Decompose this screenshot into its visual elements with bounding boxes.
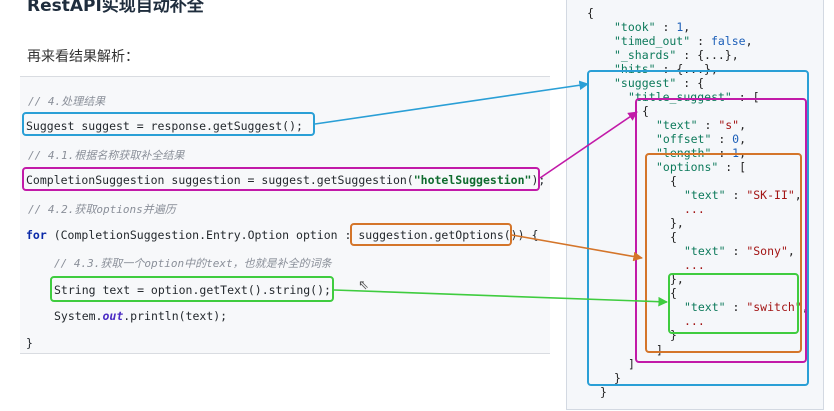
highlight-get-options — [350, 223, 512, 246]
code-text: (CompletionSuggestion.Entry.Option optio… — [46, 228, 359, 242]
code-field-out: out — [102, 309, 124, 323]
json-option-open: { — [670, 286, 677, 300]
code-comment-process-result: // 4.处理结果 — [28, 95, 106, 108]
json-options: "options" : [ — [656, 160, 747, 174]
json-entry-text: "text" : "s", — [656, 118, 747, 132]
json-option-dots-1: ... — [684, 202, 705, 216]
json-took: "took" : 1, — [614, 20, 691, 34]
json-options-close: ] — [656, 343, 663, 357]
code-get-options-call: suggestion.getOptions() — [358, 228, 518, 242]
highlight-json-suggest — [587, 70, 809, 386]
highlight-get-text — [50, 276, 334, 302]
highlight-json-option-text — [668, 273, 799, 334]
code-text: ) { — [517, 228, 539, 242]
json-entry-offset: "offset" : 0, — [656, 132, 747, 146]
code-keyword-for: for — [26, 228, 47, 242]
json-hits: "hits" : {...}, — [614, 62, 718, 76]
json-close-brace: } — [600, 385, 607, 399]
json-option-dots-2: ... — [684, 258, 705, 272]
highlight-get-suggest — [22, 112, 315, 136]
json-open-brace: { — [587, 6, 594, 20]
page-title: RestAPI实现自动补全 — [27, 0, 204, 16]
json-option-text-3: "text" : "switch", — [684, 300, 809, 314]
highlight-get-suggestion — [22, 167, 540, 191]
json-option-close: }, — [670, 272, 684, 286]
code-line-for-loop: for (CompletionSuggestion.Entry.Option o… — [26, 228, 538, 242]
code-comment-get-options: // 4.2.获取options并遍历 — [28, 203, 176, 216]
json-suggest: "suggest" : { — [614, 76, 705, 90]
code-line-println: System.out.println(text); — [54, 309, 227, 323]
json-option-text-2: "text" : "Sony", — [684, 244, 795, 258]
json-shards: "_shards" : {...}, — [614, 48, 739, 62]
json-title-suggest-close: ] — [628, 357, 635, 371]
code-text: CompletionSuggestion suggestion = sugges… — [26, 173, 414, 187]
json-option-close: }, — [670, 216, 684, 230]
json-option-text-1: "text" : "SK-II", — [684, 188, 802, 202]
code-string-hotel-suggestion: "hotelSuggestion" — [413, 173, 532, 187]
code-line-get-suggest: Suggest suggest = response.getSuggest(); — [26, 119, 303, 133]
json-option-open: { — [670, 174, 677, 188]
highlight-json-options — [645, 153, 802, 353]
json-suggest-close: } — [614, 371, 621, 385]
highlight-json-title-suggest — [635, 98, 807, 363]
json-timed-out: "timed_out" : false, — [614, 34, 753, 48]
json-option-close: } — [670, 328, 677, 342]
json-option-dots-3: ... — [684, 314, 705, 328]
code-text: .println(text); — [123, 309, 228, 323]
json-option-open: { — [670, 230, 677, 244]
code-text: System. — [54, 309, 103, 323]
code-closing-brace: } — [26, 336, 33, 350]
code-line-get-text: String text = option.getText().string(); — [54, 283, 331, 297]
code-comment-get-suggestion: // 4.1.根据名称获取补全结果 — [28, 149, 185, 162]
mouse-cursor-icon: ⇖ — [358, 278, 369, 293]
section-subtitle: 再来看结果解析： — [27, 49, 139, 65]
code-comment-get-text: // 4.3.获取一个option中的text，也就是补全的词条 — [54, 257, 332, 270]
json-entry-open: { — [642, 104, 649, 118]
json-response-panel: { "took" : 1, "timed_out" : false, "_sha… — [566, 0, 824, 410]
json-title-suggest: "title_suggest" : [ — [628, 90, 760, 104]
